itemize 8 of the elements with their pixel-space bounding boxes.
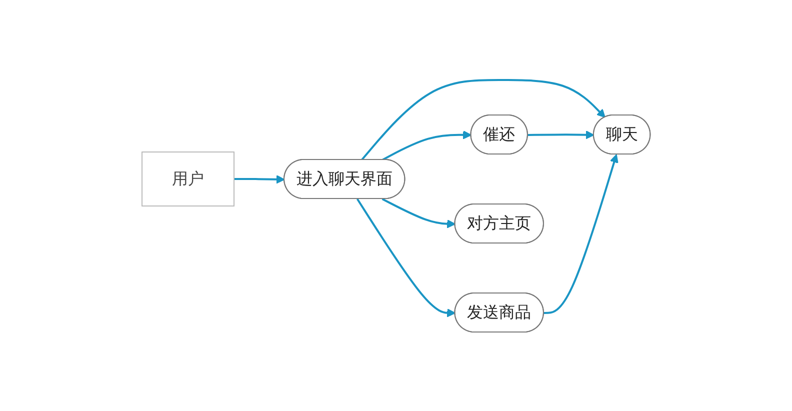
arrow [382, 198, 456, 228]
arrow [528, 130, 594, 139]
arrow [544, 154, 618, 314]
arrow [382, 130, 472, 160]
node-box: 用户 [141, 151, 234, 206]
arrow [356, 198, 456, 317]
arrow [360, 78, 606, 160]
arrow [234, 174, 285, 184]
